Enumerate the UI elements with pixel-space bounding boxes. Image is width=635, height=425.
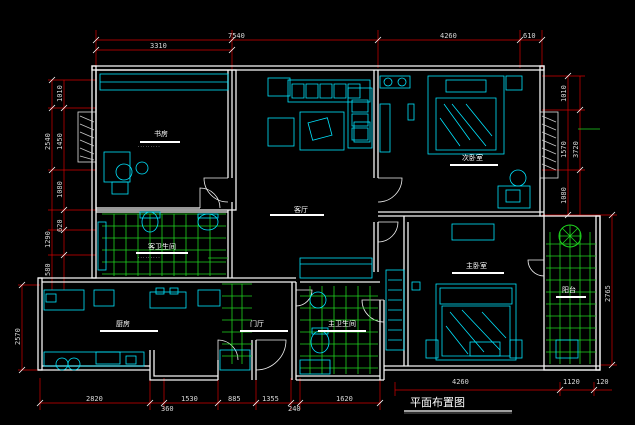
top-dimension-chain: 7540 4260 610 3310 — [92, 30, 546, 100]
master-bedroom-furniture — [385, 223, 523, 361]
svg-text:· · · · · · · · ·: · · · · · · · · · — [138, 255, 160, 260]
second-bedroom-furniture — [379, 75, 531, 209]
dim-right-2: 1570 — [560, 141, 568, 158]
room-label-guest-bath: 客卫生间 — [148, 242, 176, 251]
room-labels: 书房 · · · · · · · · · 客厅 客卫生间 · · · · · ·… — [100, 129, 586, 332]
dim-left-7: 580 — [44, 263, 52, 276]
dim-top-study: 3310 — [150, 42, 167, 50]
dim-right-4: 1080 — [560, 187, 568, 204]
kitchen-furniture — [43, 287, 221, 371]
plan-title: 平面布置图 — [410, 396, 465, 409]
dim-bottom-4: 885 — [228, 395, 241, 403]
dim-bottom-2: 360 — [161, 405, 174, 413]
dim-left-3: 1450 — [56, 133, 64, 150]
window-planters — [77, 111, 559, 179]
room-label-foyer: 门厅 — [250, 319, 264, 328]
dim-top-total-right: 4260 — [440, 32, 457, 40]
dim-bottom-7: 1620 — [336, 395, 353, 403]
room-label-living: 客厅 — [294, 205, 308, 214]
room-label-balcony: 阳台 — [562, 285, 576, 294]
dim-bottom-3: 1530 — [181, 395, 198, 403]
dim-top-total-left: 7540 — [228, 32, 245, 40]
dim-left-1: 1010 — [56, 85, 64, 102]
doors — [199, 177, 545, 371]
dim-bottom-5: 1355 — [262, 395, 279, 403]
dim-right-5: 2765 — [604, 285, 612, 302]
foyer-furniture — [219, 283, 252, 371]
room-label-study: 书房 — [154, 129, 168, 138]
right-dimension-chain: 1010 1570 3720 1080 2765 — [542, 72, 617, 369]
dim-bottom-1: 2820 — [86, 395, 103, 403]
guest-bath — [97, 211, 228, 276]
dim-right-3: 3720 — [572, 141, 580, 158]
left-dimension-chain: 2540 1010 1450 1080 1290 620 580 2570 — [14, 76, 96, 374]
dim-left-6: 620 — [56, 219, 64, 232]
dim-left-5: 1290 — [44, 231, 52, 248]
room-label-second-bedroom: 次卧室 — [462, 153, 483, 162]
study-furniture — [99, 73, 229, 195]
room-label-kitchen: 厨房 — [116, 319, 130, 328]
living-furniture — [267, 77, 373, 279]
room-label-master-bedroom: 主卧室 — [466, 261, 487, 270]
dim-left-2: 2540 — [44, 133, 52, 150]
room-label-master-bath: 主卫生间 — [328, 319, 356, 328]
dim-top-right-extra: 610 — [523, 32, 536, 40]
svg-text:· · · · · · · · ·: · · · · · · · · · — [138, 144, 160, 149]
dim-bottom-right-3: 120 — [596, 378, 609, 386]
dim-bottom-right-1: 4260 — [452, 378, 469, 386]
dim-bottom-right-2: 1120 — [563, 378, 580, 386]
dim-right-1: 1010 — [560, 85, 568, 102]
dim-bottom-6: 240 — [288, 405, 301, 413]
balcony-furniture — [546, 224, 596, 364]
dim-left-8: 2570 — [14, 328, 22, 345]
bottom-dimension-chain: 2820 360 1530 885 1355 240 1620 4260 112… — [36, 378, 612, 413]
dim-left-4: 1080 — [56, 181, 64, 198]
